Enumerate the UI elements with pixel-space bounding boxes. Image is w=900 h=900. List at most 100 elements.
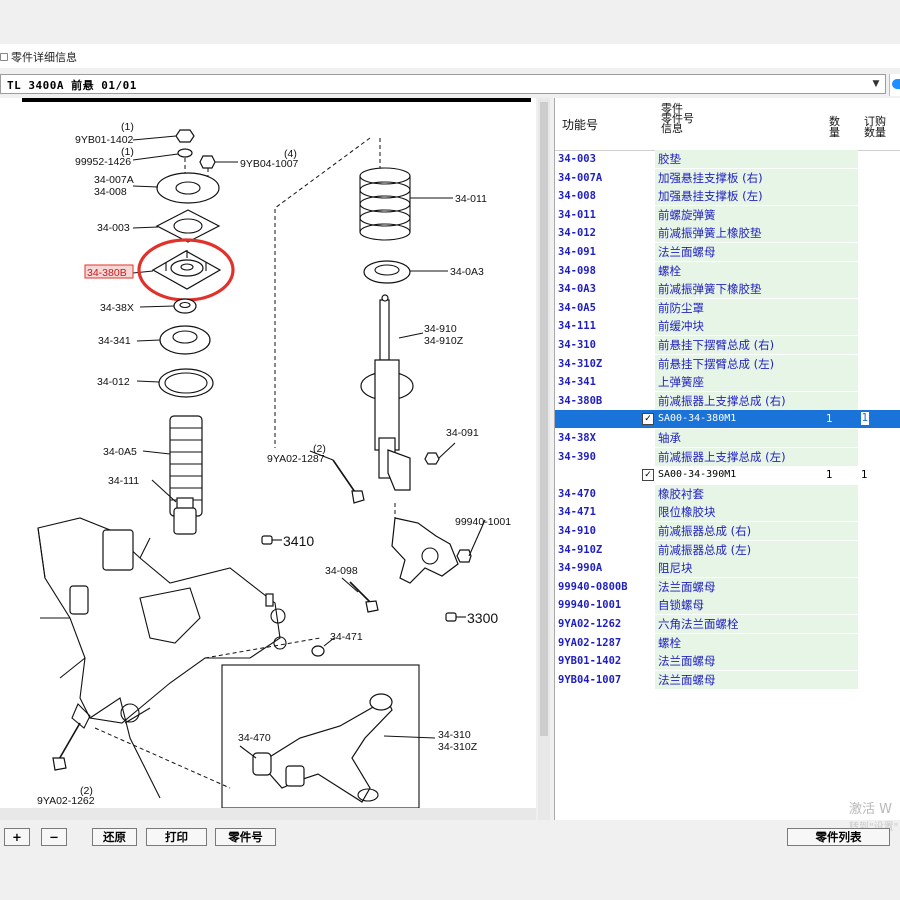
zoom-out-button[interactable]: − [41, 828, 67, 846]
callout-label: 9YA02-1262 [37, 795, 95, 807]
callout-label: 9YB04-1007 [240, 158, 299, 170]
row-function-code: 34-910Z [558, 543, 603, 556]
header-func-no[interactable]: 功能号 [562, 118, 599, 132]
row-order-quantity[interactable]: 1 [861, 469, 868, 482]
row-function-code: 34-008 [558, 190, 596, 203]
callout-ref: 3300 [467, 610, 498, 626]
callout-label: 34-310 [438, 729, 471, 741]
row-order-quantity[interactable]: 1 [861, 412, 869, 426]
row-function-code: 34-003 [558, 153, 596, 165]
callout-label: 34-0A3 [450, 266, 484, 278]
row-part-name: 上弹簧座 [658, 375, 704, 390]
callout-label: 34-111 [108, 475, 139, 487]
diagram-vertical-scrollbar[interactable] [538, 98, 550, 820]
table-row[interactable]: 34-910Z 前减振器总成 (左) [555, 540, 900, 559]
row-function-code: 99940-0800B [558, 580, 628, 593]
part-number-button[interactable]: 零件号 [215, 828, 276, 846]
row-name-background [655, 243, 858, 261]
row-name-background [655, 429, 858, 447]
row-function-code: 34-310Z [558, 357, 603, 370]
header-qty-2[interactable]: 量 [829, 126, 840, 139]
zoom-in-button[interactable]: + [4, 828, 30, 846]
callout-label: 34-38X [100, 302, 134, 314]
row-name-background [655, 652, 858, 671]
diagram-horizontal-scrollbar[interactable] [0, 808, 536, 820]
scrollbar-thumb[interactable] [540, 102, 548, 736]
restore-button[interactable]: 还原 [92, 828, 137, 846]
header-part-info-2[interactable]: 零件号 [661, 112, 694, 125]
callout-label: 34-341 [98, 335, 131, 347]
group-select[interactable]: TL 3400A 前悬 01/01 ▼ [0, 74, 886, 94]
row-function-code: 34-007A [558, 171, 603, 184]
row-part-name: 六角法兰面螺栓 [658, 617, 739, 631]
callout-label: 99940-1001 [455, 516, 511, 528]
side-toggle-icon[interactable] [889, 74, 900, 96]
callout-qty: (2) [313, 443, 326, 455]
callout-label: 34-310Z [438, 741, 478, 753]
part-list-button[interactable]: 零件列表 [787, 828, 890, 846]
row-part-name: 前减振器总成 (左) [658, 542, 752, 557]
row-function-code: 34-011 [558, 208, 596, 221]
row-part-name: 螺栓 [658, 635, 681, 650]
row-part-name: 轴承 [658, 431, 681, 445]
row-part-name: 前防尘罩 [658, 300, 704, 315]
row-function-code: 34-012 [558, 227, 596, 240]
row-name-background [655, 373, 858, 392]
callout-label: 34-011 [455, 193, 487, 205]
row-part-name: 阻尼块 [658, 561, 693, 576]
subframe-part [37, 517, 287, 799]
header-order-2[interactable]: 数量 [864, 126, 886, 139]
row-checkbox[interactable]: ✓ [642, 413, 654, 426]
callout-qty: (2) [80, 785, 93, 797]
row-part-name: 前减振器上支撑总成 (右) [658, 393, 786, 408]
row-checkbox[interactable]: ✓ [642, 469, 654, 482]
exploded-diagram[interactable]: .ln { stroke:#111; stroke-width:1.1; fil… [0, 98, 536, 808]
row-function-code: 9YB01-1402 [558, 655, 622, 668]
callout-label: 9YB01-1402 [75, 134, 134, 146]
row-name-background [655, 391, 858, 410]
print-button[interactable]: 打印 [146, 828, 207, 846]
callout-label: 34-098 [325, 565, 358, 577]
row-function-code: 34-091 [558, 246, 596, 258]
activation-watermark-sub: 转到"设置" [849, 818, 898, 833]
row-function-code: 34-111 [558, 320, 596, 333]
row-name-background [655, 280, 858, 299]
callout-label: 34-003 [97, 222, 130, 234]
chevron-down-icon[interactable]: ▼ [872, 79, 880, 89]
row-function-code: 99940-1001 [558, 599, 622, 612]
callout-label: 34-0A5 [103, 446, 137, 458]
row-name-background [655, 354, 858, 373]
coil-spring-part [359, 167, 453, 241]
row-quantity: 1 [826, 413, 833, 426]
callout-label: 34-091 [446, 427, 479, 439]
